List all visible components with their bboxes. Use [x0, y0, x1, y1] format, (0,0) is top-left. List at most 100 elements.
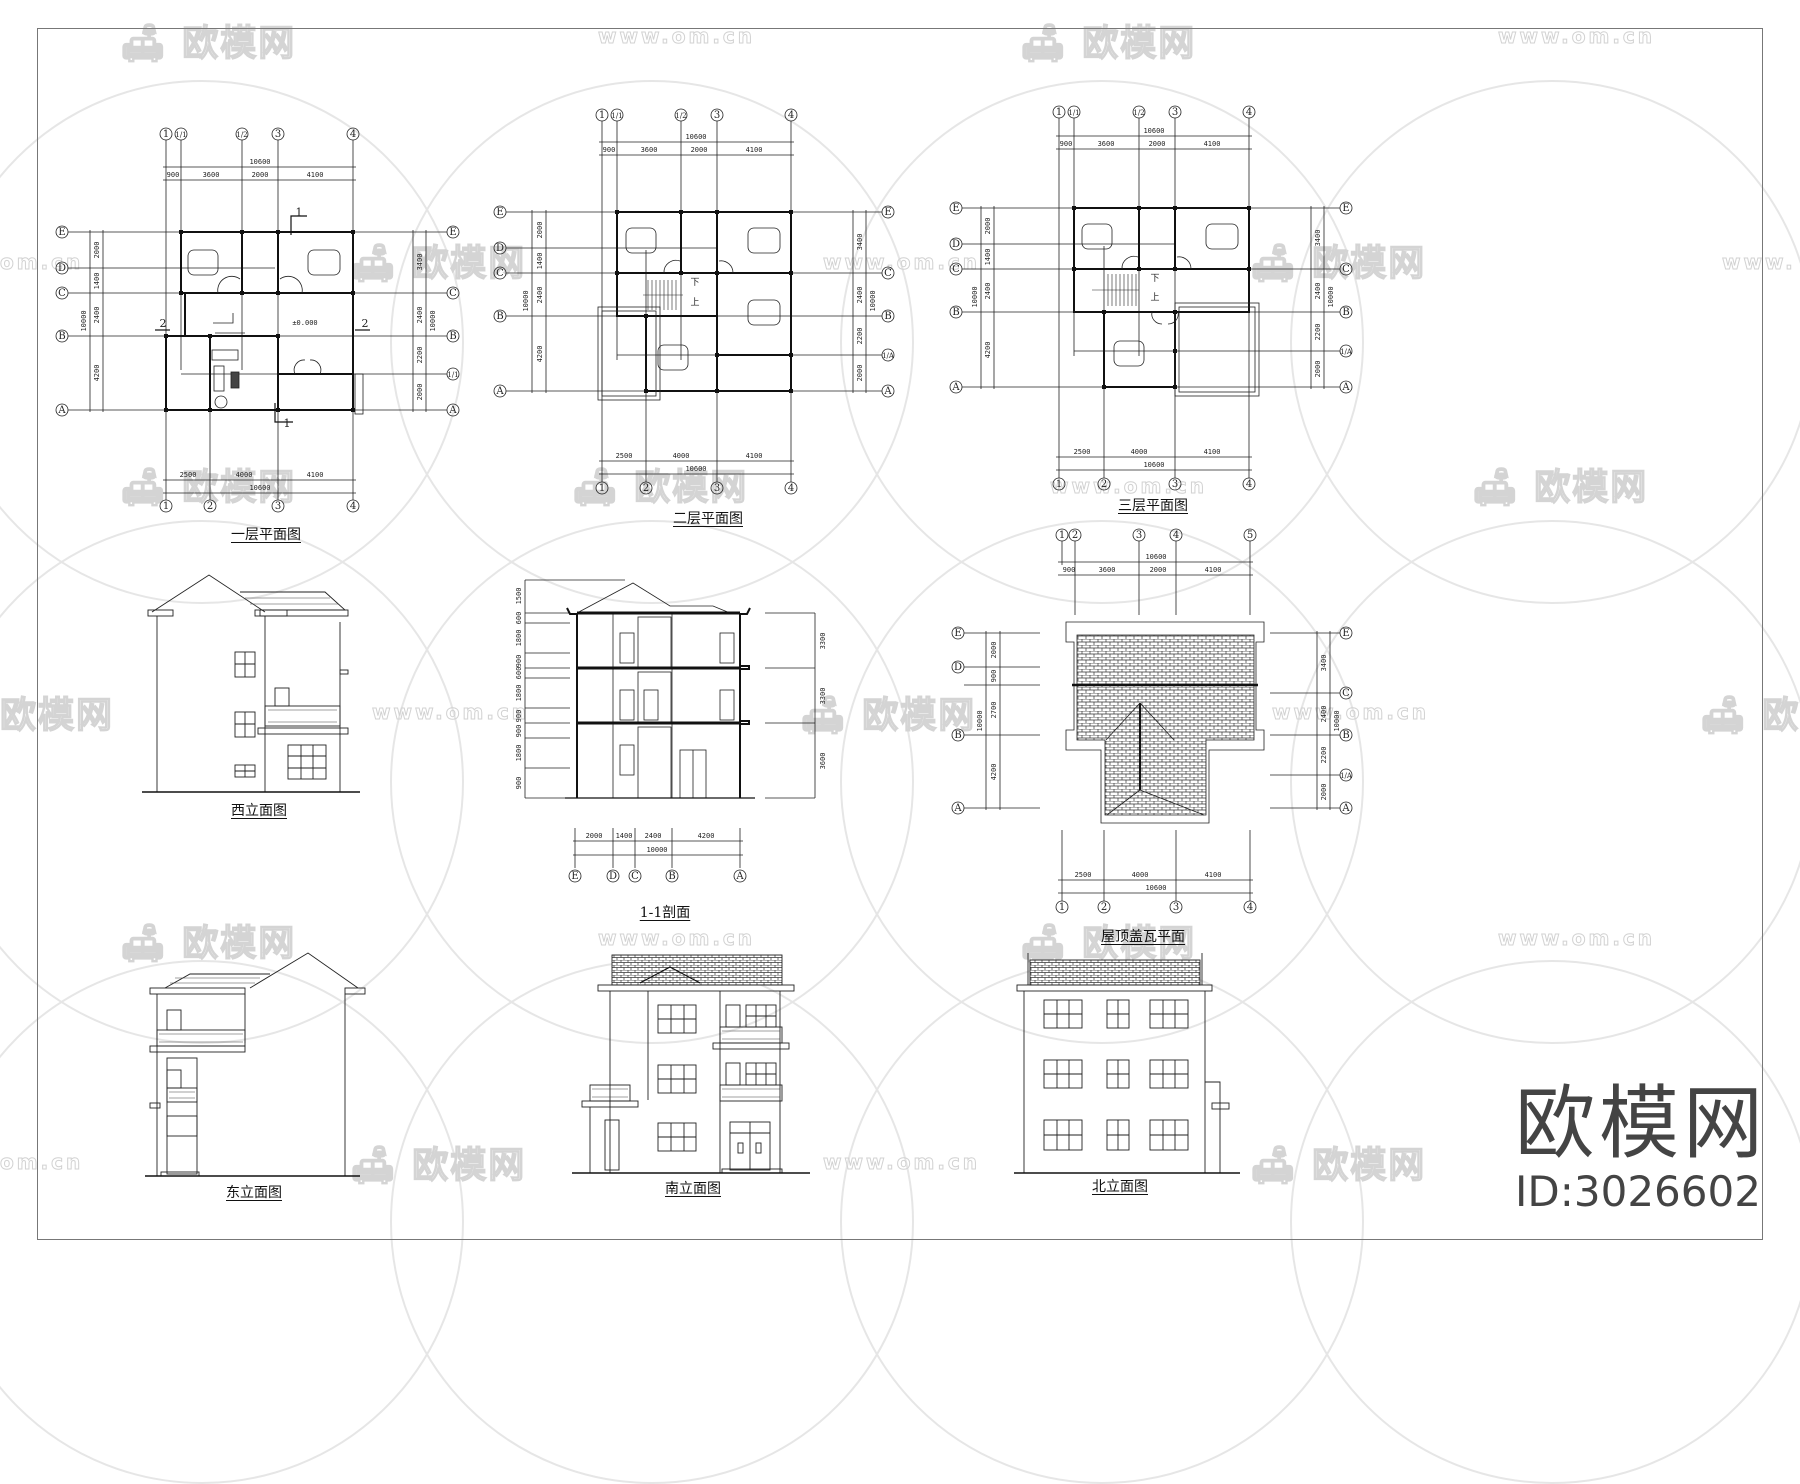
svg-text:3: 3 [275, 501, 281, 512]
svg-text:4100: 4100 [746, 146, 763, 154]
svg-text:1/1: 1/1 [1068, 109, 1079, 117]
svg-text:A: A [883, 386, 892, 397]
svg-text:1: 1 [163, 129, 169, 140]
svg-text:C: C [631, 871, 639, 882]
svg-text:4: 4 [350, 129, 356, 140]
first-floor-plan: 1 1/1 1/2 3 4 1 2 3 4 E D C B A E C B 1/… [55, 120, 465, 540]
svg-text:E: E [496, 207, 503, 218]
svg-text:1/1: 1/1 [175, 131, 186, 139]
svg-text:3: 3 [1136, 530, 1142, 541]
svg-text:10000: 10000 [522, 290, 530, 311]
first-floor-plan-title: 一层平面图 [231, 527, 301, 543]
svg-text:A: A [951, 382, 960, 393]
svg-text:2400: 2400 [93, 307, 101, 324]
svg-text:A: A [953, 803, 962, 814]
svg-text:1/1: 1/1 [611, 112, 622, 120]
svg-text:1: 1 [1056, 479, 1062, 490]
svg-text:3300: 3300 [819, 688, 827, 705]
svg-text:4: 4 [788, 483, 794, 494]
svg-text:10600: 10600 [685, 133, 706, 141]
brand-name: 欧模网 [1515, 1077, 1767, 1170]
svg-text:2000: 2000 [1150, 566, 1167, 574]
svg-text:上: 上 [1150, 292, 1159, 303]
north-elevation-title: 北立面图 [1092, 1179, 1148, 1195]
svg-text:E: E [954, 628, 961, 639]
roof-tile-plan-drawing: 1 2 3 4 5 1 2 3 4 E D B A E C B 1/A A 10… [951, 528, 1353, 914]
svg-text:4100: 4100 [307, 471, 324, 479]
svg-text:D: D [954, 662, 962, 673]
svg-text:3: 3 [1172, 479, 1178, 490]
svg-text:10000: 10000 [80, 310, 88, 331]
svg-text:3400: 3400 [856, 234, 864, 251]
svg-text:1800: 1800 [515, 685, 523, 702]
svg-text:1/2: 1/2 [1133, 109, 1144, 117]
svg-text:4200: 4200 [990, 764, 998, 781]
svg-text:E: E [571, 871, 578, 882]
svg-text:E: E [952, 203, 959, 214]
svg-text:2400: 2400 [645, 832, 662, 840]
svg-text:B: B [1342, 307, 1349, 318]
east-elevation-title: 东立面图 [226, 1185, 282, 1201]
svg-text:1/A: 1/A [1340, 348, 1353, 356]
west-elevation-drawing [142, 574, 360, 793]
svg-text:4200: 4200 [984, 342, 992, 359]
svg-text:1500: 1500 [515, 588, 523, 605]
svg-text:2000: 2000 [93, 242, 101, 259]
svg-text:900: 900 [990, 670, 998, 683]
svg-text:2000: 2000 [856, 365, 864, 382]
svg-text:900: 900 [515, 777, 523, 790]
svg-text:900: 900 [1063, 566, 1076, 574]
svg-text:2400: 2400 [856, 287, 864, 304]
third-floor-plan-title: 三层平面图 [1118, 498, 1188, 514]
svg-text:2: 2 [1072, 530, 1078, 541]
svg-text:2: 2 [207, 501, 213, 512]
svg-text:600: 600 [515, 612, 523, 625]
svg-text:4000: 4000 [1132, 871, 1149, 879]
svg-text:1400: 1400 [93, 273, 101, 290]
south-elevation [570, 945, 815, 1175]
svg-text:±0.000: ±0.000 [292, 319, 317, 327]
section-1-1-drawing: 1500 600 1800 900 600 1800 900 900 1800 … [515, 579, 827, 883]
svg-text:B: B [1342, 730, 1349, 741]
svg-text:3: 3 [275, 129, 281, 140]
svg-text:2200: 2200 [856, 328, 864, 345]
svg-text:4000: 4000 [1131, 448, 1148, 456]
svg-text:4000: 4000 [236, 471, 253, 479]
svg-text:1: 1 [296, 206, 303, 219]
svg-text:3300: 3300 [819, 633, 827, 650]
svg-text:4200: 4200 [536, 346, 544, 363]
svg-text:2400: 2400 [984, 283, 992, 300]
svg-text:C: C [449, 288, 457, 299]
svg-text:1400: 1400 [616, 832, 633, 840]
svg-text:A: A [1341, 382, 1350, 393]
svg-text:2000: 2000 [1320, 784, 1328, 801]
svg-text:1: 1 [1059, 530, 1065, 541]
brand-stamp: 欧模网 ID:3026602 [1515, 1080, 1767, 1216]
svg-text:10000: 10000 [646, 846, 667, 854]
svg-text:E: E [884, 207, 891, 218]
svg-text:10600: 10600 [249, 484, 270, 492]
svg-text:D: D [58, 263, 66, 274]
svg-text:2000: 2000 [416, 384, 424, 401]
svg-text:2: 2 [160, 317, 167, 330]
svg-text:10000: 10000 [971, 286, 979, 307]
svg-text:2200: 2200 [416, 347, 424, 364]
svg-text:3: 3 [1173, 902, 1179, 913]
svg-text:2000: 2000 [1149, 140, 1166, 148]
svg-text:900: 900 [167, 171, 180, 179]
svg-text:3: 3 [714, 483, 720, 494]
second-floor-plan-drawing: 1 1/1 1/2 3 4 1 2 3 4 E D C B A E C B 1/… [493, 108, 895, 495]
svg-text:3600: 3600 [203, 171, 220, 179]
svg-text:E: E [1342, 628, 1349, 639]
svg-text:2200: 2200 [1314, 324, 1322, 341]
svg-text:B: B [496, 311, 503, 322]
svg-text:5: 5 [1247, 530, 1253, 541]
svg-text:3600: 3600 [1098, 140, 1115, 148]
svg-text:10000: 10000 [429, 310, 437, 331]
svg-text:B: B [58, 331, 65, 342]
svg-text:2000: 2000 [536, 222, 544, 239]
svg-text:上: 上 [690, 297, 699, 308]
svg-text:A: A [448, 405, 457, 416]
svg-text:1: 1 [1059, 902, 1065, 913]
svg-text:10000: 10000 [976, 710, 984, 731]
